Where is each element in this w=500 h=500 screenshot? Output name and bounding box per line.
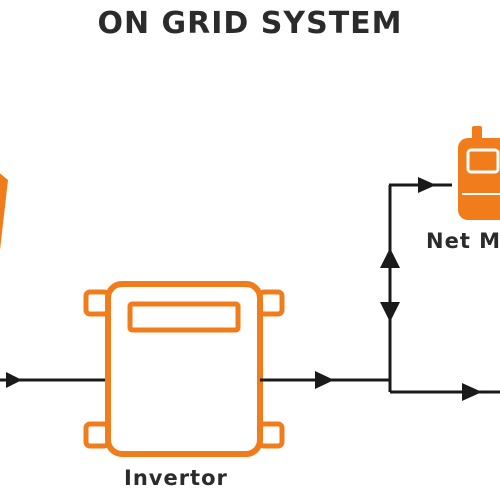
page-title: ON GRID SYSTEM [97, 6, 403, 41]
meter-connection [389, 177, 452, 193]
bidirectional-connection [380, 185, 400, 392]
grid-arrow-icon [462, 383, 482, 401]
arrow-down-icon [380, 302, 400, 322]
solar-panel-icon [0, 173, 8, 250]
arrow-up-icon [380, 248, 400, 268]
meter-arrow-icon [418, 177, 436, 193]
output-arrow-icon [315, 371, 334, 389]
inverter-icon [83, 281, 285, 457]
inverter-label: Invertor [124, 466, 228, 490]
input-connection [0, 372, 108, 388]
net-meter-icon [458, 126, 500, 220]
input-arrow-icon [6, 372, 22, 388]
output-connection [260, 371, 390, 389]
grid-connection [390, 383, 500, 401]
net-meter-label: Net M [426, 229, 500, 253]
